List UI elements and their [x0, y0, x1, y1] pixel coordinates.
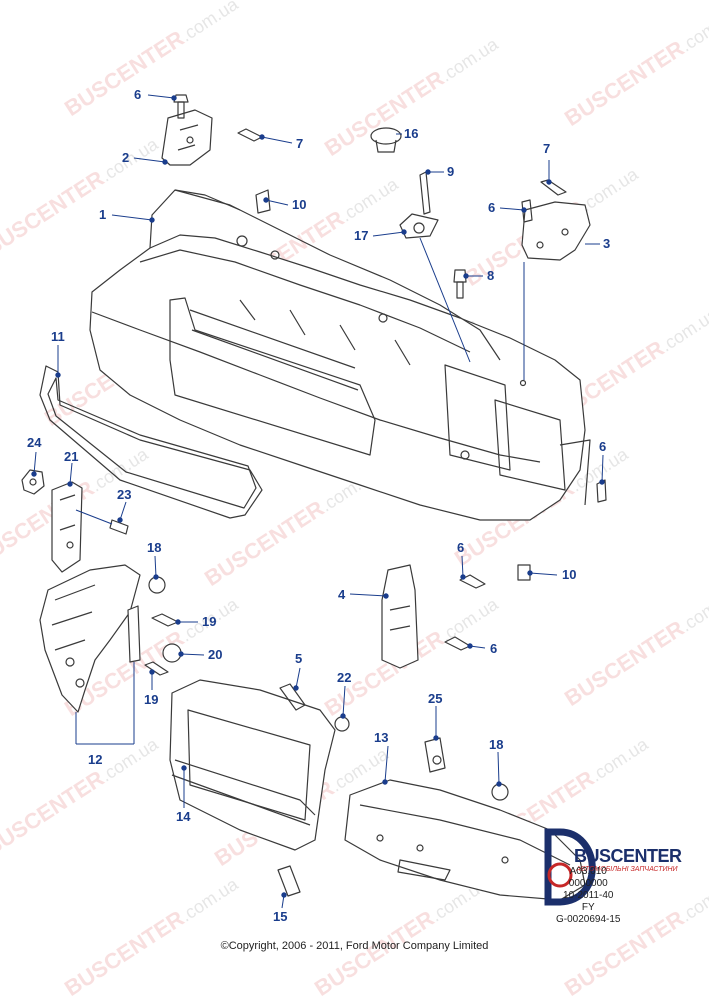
callout-12: 12	[88, 752, 103, 767]
callout-6: 6	[488, 200, 496, 215]
callout-6: 6	[599, 439, 607, 454]
callout-7: 7	[543, 141, 551, 156]
callout-23: 23	[117, 487, 132, 502]
callout-18: 18	[147, 540, 162, 555]
callout-5: 5	[295, 651, 303, 666]
ref-code-line: 0000000	[568, 878, 608, 889]
callout-21: 21	[64, 449, 79, 464]
callout-4: 4	[338, 587, 346, 602]
bracket-3	[521, 201, 591, 261]
front-panel-assembly	[89, 189, 591, 521]
callout-19: 19	[202, 614, 217, 629]
brand-name: BUSCENTER	[574, 846, 682, 866]
bracket-4	[381, 564, 419, 669]
ref-code-line: A03.010	[569, 866, 607, 877]
reference-code-block: A03.010 0000000 10-2011-40 FY G-0020694-…	[556, 866, 621, 926]
support-bracket-21	[51, 481, 83, 573]
callout-7: 7	[296, 136, 304, 151]
brand-tagline: АВТОМОБІЛЬНІ ЗАПЧАСТИНИ	[576, 866, 678, 873]
callout-16: 16	[404, 126, 419, 141]
ref-code-line: FY	[581, 902, 595, 913]
callout-24: 24	[27, 435, 42, 450]
callout-8: 8	[487, 268, 495, 283]
leader-lines	[31, 94, 605, 909]
callout-10: 10	[562, 567, 577, 582]
left-bumper-corner	[39, 564, 141, 713]
callout-11: 11	[51, 329, 65, 344]
ref-code-line: G-0020694-15	[556, 914, 621, 925]
callout-6: 6	[490, 641, 498, 656]
callout-25: 25	[428, 691, 443, 706]
callout-9: 9	[447, 164, 455, 179]
callout-14: 14	[176, 809, 191, 824]
callout-10: 10	[292, 197, 307, 212]
callout-6: 6	[457, 540, 465, 555]
callout-20: 20	[208, 647, 223, 662]
bracket-2	[161, 109, 213, 166]
grille-seal-11	[39, 365, 263, 519]
callout-19: 19	[144, 692, 159, 707]
grille-14	[169, 679, 336, 851]
callout-18: 18	[489, 737, 504, 752]
callout-1: 1	[99, 207, 107, 222]
callout-2: 2	[122, 150, 130, 165]
ref-code-line: 10-2011-40	[563, 890, 614, 901]
callout-17: 17	[354, 228, 369, 243]
brand-logo-mark	[544, 828, 596, 906]
callout-3: 3	[603, 236, 611, 251]
callout-13: 13	[374, 730, 389, 745]
copyright-notice: ©Copyright, 2006 - 2011, Ford Motor Comp…	[220, 940, 489, 952]
callout-15: 15	[273, 909, 288, 924]
fasteners	[21, 94, 607, 897]
callout-22: 22	[337, 670, 352, 685]
callout-6: 6	[134, 87, 142, 102]
